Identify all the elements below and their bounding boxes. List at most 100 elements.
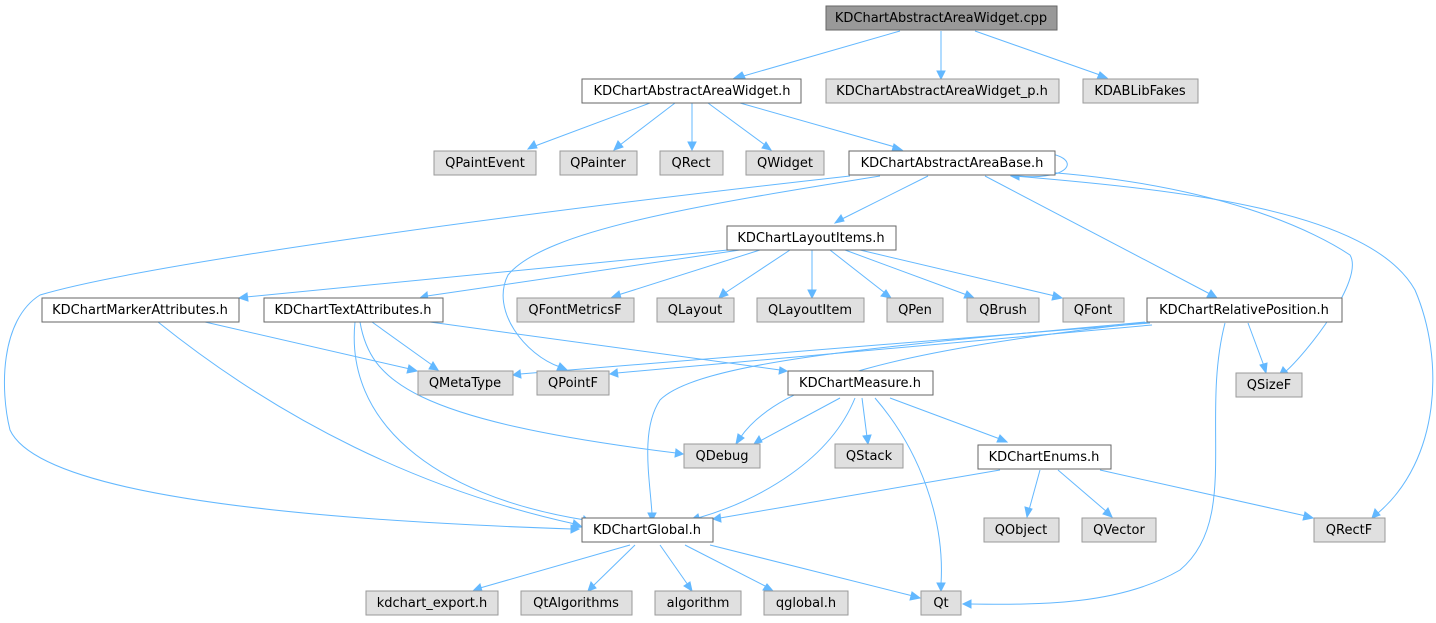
edge: [371, 321, 433, 366]
node-relative-position-h[interactable]: KDChartRelativePosition.h: [1146, 297, 1343, 323]
svg-text:KDChartTextAttributes.h: KDChartTextAttributes.h: [274, 303, 431, 318]
svg-text:KDChartRelativePosition.h: KDChartRelativePosition.h: [1159, 303, 1329, 318]
edge: [861, 397, 868, 438]
node-qfontmetricsf: QFontMetricsF: [516, 297, 635, 323]
edge: [3, 175, 851, 530]
svg-text:KDChartLayoutItems.h: KDChartLayoutItems.h: [737, 231, 884, 246]
svg-text:QPainter: QPainter: [570, 156, 626, 171]
node-text-attributes-h[interactable]: KDChartTextAttributes.h: [263, 297, 444, 323]
svg-text:QPen: QPen: [898, 303, 932, 318]
svg-text:KDChartAbstractAreaWidget.h: KDChartAbstractAreaWidget.h: [594, 84, 791, 99]
edge: [659, 544, 689, 586]
node-qdebug: QDebug: [683, 443, 761, 469]
svg-text:QObject: QObject: [995, 523, 1048, 538]
edge: [829, 249, 886, 294]
node-kdchart-export-h: kdchart_export.h: [365, 590, 499, 616]
edge: [619, 102, 676, 146]
edge: [647, 321, 1146, 515]
edge: [1247, 322, 1265, 367]
edge: [739, 102, 896, 148]
svg-text:KDABLibFakes: KDABLibFakes: [1094, 84, 1186, 99]
edge: [534, 102, 651, 147]
node-qsizef: QSizeF: [1235, 372, 1303, 398]
svg-text:QBrush: QBrush: [979, 303, 1027, 318]
edge: [874, 397, 942, 585]
svg-text:QSizeF: QSizeF: [1247, 378, 1291, 393]
edge: [719, 469, 1001, 519]
node-qpainter: QPainter: [559, 150, 638, 176]
node-qwidget: QWidget: [745, 150, 825, 176]
node-area-widget-p-h: KDChartAbstractAreaWidget_p.h: [825, 78, 1060, 104]
node-qpointf: QPointF: [536, 370, 610, 396]
node-qt: Qt: [920, 590, 962, 616]
node-qobject: QObject: [983, 517, 1060, 543]
edge: [502, 175, 881, 368]
node-layout-items-h[interactable]: KDChartLayoutItems.h: [726, 225, 897, 251]
svg-text:QFont: QFont: [1074, 303, 1113, 318]
edge: [709, 544, 914, 597]
edge: [1014, 175, 1434, 514]
svg-text:KDChartGlobal.h: KDChartGlobal.h: [593, 523, 701, 538]
edge: [616, 324, 1153, 374]
edge: [1011, 169, 1353, 373]
svg-text:QtAlgorithms: QtAlgorithms: [533, 596, 619, 611]
edge: [969, 322, 1226, 605]
node-qbrush: QBrush: [966, 297, 1040, 323]
svg-text:KDChartAbstractAreaWidget.cpp: KDChartAbstractAreaWidget.cpp: [835, 11, 1047, 26]
node-root-file: KDChartAbstractAreaWidget.cpp: [825, 5, 1058, 31]
node-area-base-h[interactable]: KDChartAbstractAreaBase.h: [848, 150, 1056, 176]
edge: [157, 321, 576, 525]
node-qmetatype: QMetaType: [417, 370, 514, 396]
node-kdablibfakes: KDABLibFakes: [1082, 78, 1199, 104]
edge: [974, 30, 1101, 76]
svg-text:QVector: QVector: [1093, 523, 1145, 538]
edge: [1028, 469, 1041, 511]
node-qtalgorithms: QtAlgorithms: [520, 590, 633, 616]
edge: [353, 321, 586, 521]
svg-text:KDChartAbstractAreaWidget_p.h: KDChartAbstractAreaWidget_p.h: [836, 84, 1048, 99]
edge: [479, 544, 631, 589]
edge: [889, 397, 1001, 440]
edge: [739, 30, 901, 78]
edge: [697, 397, 856, 519]
edge: [617, 249, 761, 296]
edge: [739, 321, 1151, 439]
svg-text:QPointF: QPointF: [548, 376, 598, 391]
node-marker-attributes-h[interactable]: KDChartMarkerAttributes.h: [41, 297, 240, 323]
svg-text:QFontMetricsF: QFontMetricsF: [528, 303, 621, 318]
svg-text:kdchart_export.h: kdchart_export.h: [377, 596, 488, 611]
node-algorithm: algorithm: [654, 590, 742, 616]
edge: [1057, 469, 1108, 513]
node-qvector: QVector: [1081, 517, 1157, 543]
node-qfont: QFont: [1062, 297, 1125, 323]
edge: [859, 249, 1056, 297]
edge: [841, 175, 929, 220]
svg-text:Qt: Qt: [933, 596, 948, 611]
node-global-h[interactable]: KDChartGlobal.h: [581, 517, 714, 543]
svg-text:algorithm: algorithm: [667, 596, 730, 611]
node-qpen: QPen: [886, 297, 944, 323]
svg-text:QStack: QStack: [846, 449, 893, 464]
svg-text:KDChartMarkerAttributes.h: KDChartMarkerAttributes.h: [52, 303, 228, 318]
svg-text:QLayout: QLayout: [668, 303, 722, 318]
svg-text:QDebug: QDebug: [696, 449, 749, 464]
node-enums-h[interactable]: KDChartEnums.h: [977, 444, 1112, 470]
svg-text:KDChartMeasure.h: KDChartMeasure.h: [799, 376, 921, 391]
svg-text:QPaintEvent: QPaintEvent: [445, 156, 525, 171]
node-qlayoutitem: QLayoutItem: [756, 297, 865, 323]
svg-text:KDChartAbstractAreaBase.h: KDChartAbstractAreaBase.h: [861, 156, 1044, 171]
dependency-nodes: KDChartAbstractAreaWidget.cpp KDChartAbs…: [41, 5, 1386, 616]
svg-text:QRectF: QRectF: [1326, 523, 1372, 538]
node-area-widget-h[interactable]: KDChartAbstractAreaWidget.h: [581, 78, 802, 104]
svg-text:qglobal.h: qglobal.h: [776, 596, 836, 611]
edge: [592, 544, 636, 587]
svg-text:KDChartEnums.h: KDChartEnums.h: [989, 450, 1100, 465]
edge: [359, 321, 677, 454]
node-measure-h[interactable]: KDChartMeasure.h: [787, 370, 934, 396]
svg-text:QWidget: QWidget: [757, 156, 813, 171]
dependency-edges: [3, 30, 1434, 609]
edge: [707, 102, 766, 146]
node-qrect: QRect: [659, 150, 724, 176]
node-qrectf: QRectF: [1313, 517, 1386, 543]
